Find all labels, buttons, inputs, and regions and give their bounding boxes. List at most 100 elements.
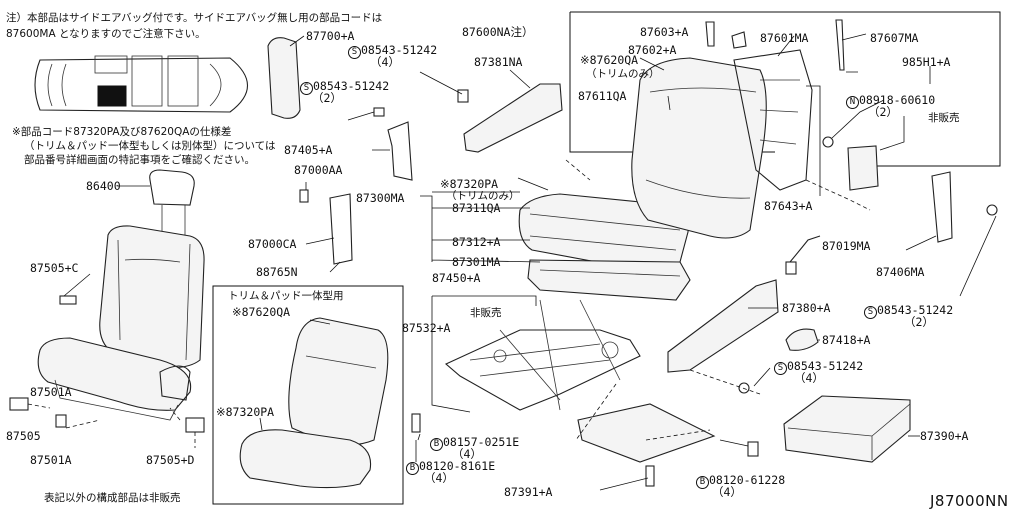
label-87620qa-inset: ※87620QA [232,305,291,319]
qty-2-b: （2） [312,91,342,105]
note-airbag-line2: 87600MA となりますのでご注意下さい。 [6,28,206,40]
label-87019ma: 87019MA [822,239,871,253]
label-87620qa-top: ※87620QA [580,53,639,67]
bracket-87000ca-drawing [329,193,353,265]
bolt-symbol-icon: B [406,462,419,475]
inset-seat-cushion-drawing [239,429,372,489]
label-87391a: 87391+A [504,485,553,499]
knob-87418-drawing [785,328,819,351]
diagram-reference-number: J87000NN [930,492,1009,510]
note-spec-line3: 部品番号詳細画面の特記事項をご確認ください。 [24,154,255,166]
screw-symbol-icon: S [864,306,877,319]
note-spec-line2: （トリム＆パッド一体型もしくは別体型）については [24,140,276,152]
label-87601ma: 87601MA [760,31,809,45]
label-87320pa-top: ※87320PA [440,177,499,191]
screw-symbol-icon: S [300,82,313,95]
under-cover-87391-drawing [577,403,716,463]
screw-symbol-icon: S [774,362,787,375]
qty-2-n: （2） [868,105,898,119]
label-87603a: 87603+A [640,25,689,39]
qty-4-d: （4） [794,371,824,385]
harness-87019-drawing [789,235,821,263]
label-87311qa: 87311QA [452,201,501,215]
not-sold-rails: 非販売 [470,307,502,319]
side-cover-87381-drawing [463,83,563,153]
label-86400: 86400 [86,179,121,193]
label-not-sold-right: 非販売 [928,112,960,124]
nut-symbol-icon: N [846,96,859,109]
label-trim-only-mid: （トリムのみ） [446,190,520,202]
label-87602a: 87602+A [628,43,677,57]
bracket-87405-drawing [387,121,413,181]
tray-87390-drawing [783,395,911,463]
bolt-symbol-icon: B [696,476,709,489]
note-not-sold: 表記以外の構成部品は非販売 [44,492,181,504]
label-88765n: 88765N [256,265,298,279]
part-code: 08543-51242 [313,79,390,93]
label-87380a: 87380+A [782,301,831,315]
bracket-87406-drawing [931,171,953,243]
seat-slide-rails-drawing [444,299,641,411]
qty-4-e: （4） [452,447,482,461]
seat-back-87611-drawing [631,57,767,239]
label-87700a: 87700+A [306,29,355,43]
label-87405a: 87405+A [284,143,333,157]
qty-4-a: （4） [370,55,400,69]
label-87381na: 87381NA [474,55,523,69]
label-87418a: 87418+A [822,333,871,347]
inset-seat-back-drawing [288,317,389,446]
part-code: 08157-0251E [443,435,520,449]
part-code: 08543-51242 [787,359,864,373]
label-87450a: 87450+A [432,271,481,285]
label-87643a: 87643+A [764,199,813,213]
label-87505d: 87505+D [146,453,195,467]
inset-title: トリム＆パッド一体型用 [228,290,344,302]
label-87390a: 87390+A [920,429,969,443]
label-trim-only-top: （トリムのみ） [586,68,660,80]
note-spec-line1: ※部品コード87320PA及び87620QAの仕様差 [12,126,232,138]
note-airbag-line1: 注）本部品はサイドエアバッグ付です。サイドエアバッグ無し用の部品コードは [6,12,383,24]
label-87406ma: 87406MA [876,265,925,279]
screw-symbol-icon: S [348,46,361,59]
label-87300ma: 87300MA [356,191,405,205]
label-87501a-left: 87501A [30,385,72,399]
side-airbag-cover-drawing [267,37,301,119]
airbag-module-985h1-drawing [847,145,879,191]
label-87320pa-inset: ※87320PA [216,405,275,419]
label-87312a: 87312+A [452,235,501,249]
label-87501a: 87501A [30,453,72,467]
part-code: 08120-61228 [709,473,786,487]
inset-frame [212,285,404,505]
qty-4-g: （4） [712,485,742,499]
label-87532a: 87532+A [402,321,451,335]
label-985h1a: 985H1+A [902,55,951,69]
qty-4-f: （4） [424,471,454,485]
seat-assembly-drawing [9,169,205,433]
vehicle-top-view-icon [34,55,248,113]
part-code: 08543-51242 [877,303,954,317]
label-87505: 87505 [6,429,41,443]
label-87505c: 87505+C [30,261,79,275]
label-87301ma: 87301MA [452,255,501,269]
part-code: 08120-8161E [419,459,496,473]
part-code: 08543-51242 [361,43,438,57]
label-87611qa: 87611QA [578,89,627,103]
bolt-symbol-icon: B [430,438,443,451]
label-87607ma: 87607MA [870,31,919,45]
seat-cushion-frame-drawing [527,259,691,301]
label-87600na: 87600NA注） [462,25,534,39]
part-code: 08918-60610 [859,93,936,107]
qty-2-c: （2） [904,315,934,329]
seatback-group-frame [570,11,1001,167]
label-87000aa: 87000AA [294,163,343,177]
side-cover-87380-drawing [667,279,779,373]
